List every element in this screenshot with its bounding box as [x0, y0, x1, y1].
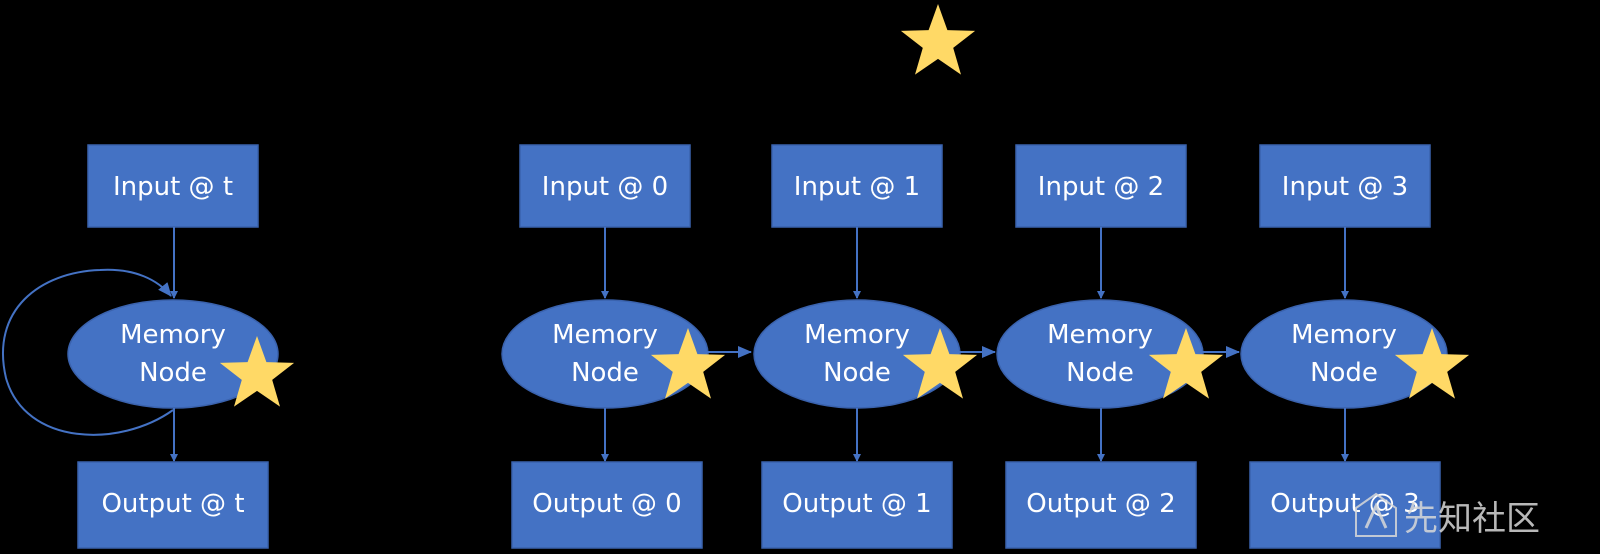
self-loop-arrow [2, 268, 174, 436]
timestep-1: Input @ 1 Memory Node Output @ 1 [753, 144, 961, 549]
memory-label-1-line2: Node [823, 358, 891, 388]
star-icon-0 [650, 328, 726, 399]
output-box-2: Output @ 2 [1005, 461, 1197, 549]
memory-label-0-line2: Node [571, 358, 639, 388]
top-star-icon [900, 4, 976, 75]
watermark: 先知社区 [1355, 492, 1540, 539]
star-icon-1 [902, 328, 978, 399]
folded-output-box: Output @ t [77, 461, 269, 549]
memory-label-3-line1: Memory [1291, 320, 1397, 350]
star-icon-3 [1394, 328, 1470, 399]
star-icon-2 [1148, 328, 1224, 399]
output-box-1: Output @ 1 [761, 461, 953, 549]
folded-memory-node: Memory Node [67, 299, 279, 409]
memory-label-1-line1: Memory [804, 320, 910, 350]
input-box-0: Input @ 0 [519, 144, 691, 228]
input-label-1: Input @ 1 [794, 172, 920, 202]
input-box-2: Input @ 2 [1015, 144, 1187, 228]
input-label-2: Input @ 2 [1038, 172, 1164, 202]
input-box-3: Input @ 3 [1259, 144, 1431, 228]
input-box-1: Input @ 1 [771, 144, 943, 228]
folded-network: Input @ t Memory Node Output @ t [2, 144, 295, 549]
timestep-2: Input @ 2 Memory Node Output @ 2 [996, 144, 1204, 549]
output-box-0: Output @ 0 [511, 461, 703, 549]
folded-memory-label-line1: Memory [120, 320, 226, 350]
memory-label-3-line2: Node [1310, 358, 1378, 388]
output-box-3: Output @ 3 [1249, 461, 1441, 549]
output-label-2: Output @ 2 [1026, 489, 1175, 519]
folded-input-label: Input @ t [113, 172, 233, 202]
folded-output-label: Output @ t [101, 489, 244, 519]
folded-memory-label-line2: Node [139, 358, 207, 388]
unrolled-network: Input @ 0 Memory Node Output @ 0 Input @ [501, 144, 1470, 549]
output-label-0: Output @ 0 [532, 489, 681, 519]
timestep-0: Input @ 0 Memory Node Output @ 0 [501, 144, 709, 549]
memory-node-1: Memory Node [753, 299, 961, 409]
memory-node-0: Memory Node [501, 299, 709, 409]
output-label-3: Output @ 3 [1270, 489, 1419, 519]
input-label-0: Input @ 0 [542, 172, 668, 202]
xianzhi-logo-icon [1355, 492, 1397, 537]
folded-star-icon [219, 336, 295, 407]
output-label-1: Output @ 1 [782, 489, 931, 519]
memory-node-2: Memory Node [996, 299, 1204, 409]
input-label-3: Input @ 3 [1282, 172, 1408, 202]
memory-label-0-line1: Memory [552, 320, 658, 350]
memory-label-2-line2: Node [1066, 358, 1134, 388]
folded-input-box: Input @ t [87, 144, 259, 228]
watermark-text: 先知社区 [1404, 499, 1540, 539]
timestep-3: Input @ 3 Memory Node Output @ 3 [1240, 144, 1448, 549]
memory-label-2-line1: Memory [1047, 320, 1153, 350]
memory-node-3: Memory Node [1240, 299, 1448, 409]
